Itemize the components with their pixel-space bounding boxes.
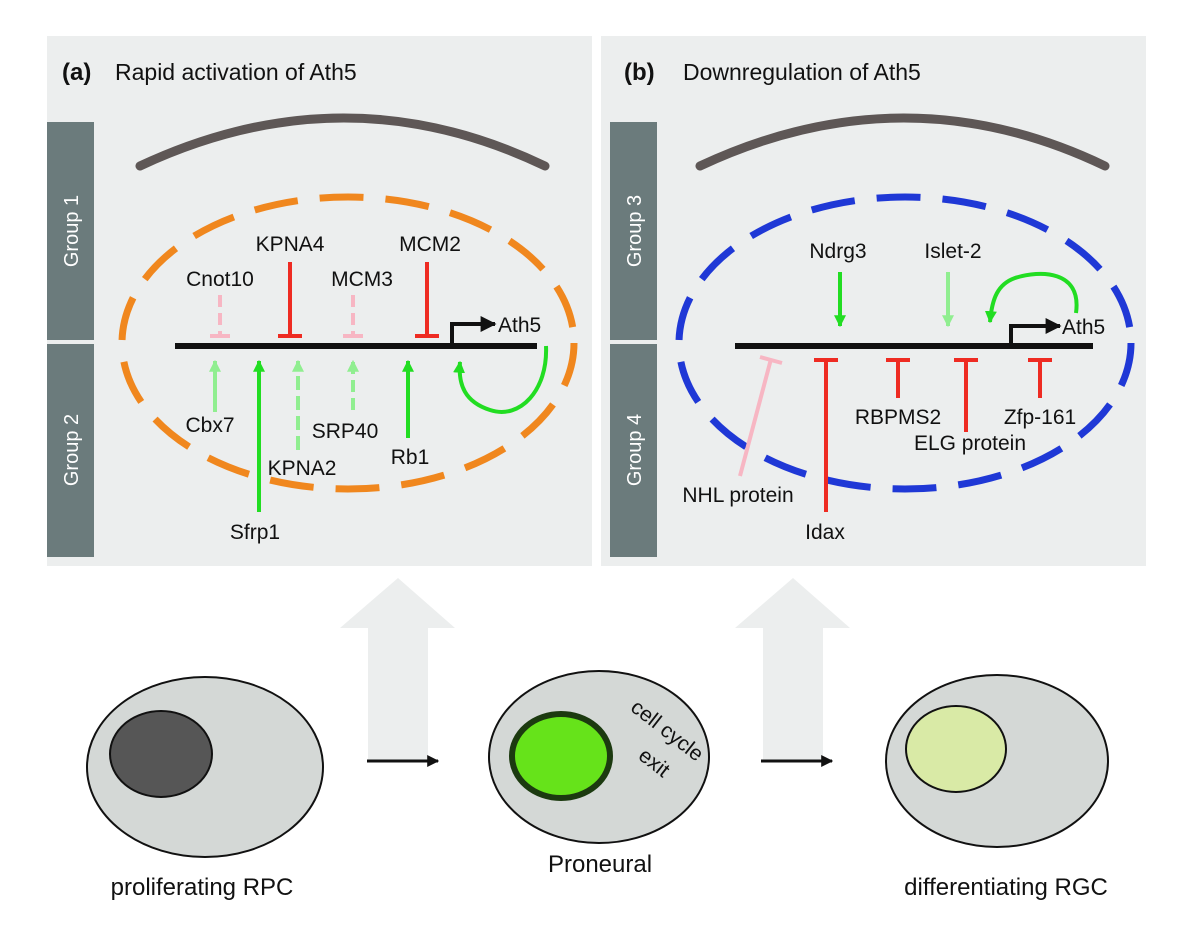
zfp161-label: Zfp-161	[1004, 406, 1076, 429]
nucleus-envelope-b	[675, 193, 1135, 493]
kpna4-inhibitor	[278, 262, 302, 338]
elg-label: ELG protein	[914, 432, 1026, 455]
group-3-label: Group 3	[624, 195, 646, 267]
rb1-label: Rb1	[391, 446, 430, 469]
idax-label: Idax	[805, 521, 845, 544]
cnot10-inhibitor	[210, 295, 230, 338]
group-2-label: Group 2	[61, 414, 83, 486]
rbpms2-inhibitor	[886, 358, 910, 398]
group-2-bar	[47, 344, 94, 557]
kpna4-label: KPNA4	[256, 233, 325, 256]
mcm3-inhibitor	[343, 295, 363, 338]
panel-a-tag: (a)	[62, 59, 91, 86]
rgc-caption: differentiating RGC	[904, 874, 1108, 901]
group-4-label: Group 4	[624, 414, 646, 486]
group-3-bar	[610, 122, 657, 340]
cnot10-label: Cnot10	[186, 268, 254, 291]
panel-a-background	[47, 36, 592, 566]
nhl-label: NHL protein	[682, 484, 793, 507]
nhl-inhibitor	[738, 355, 783, 477]
mcm2-label: MCM2	[399, 233, 461, 256]
cell-membrane-arc-b	[695, 113, 1110, 171]
gene-label-b: Ath5	[1062, 316, 1105, 339]
islet2-label: Islet-2	[924, 240, 981, 263]
kpna2-label: KPNA2	[268, 457, 337, 480]
promoter-arrow-a	[450, 316, 497, 346]
ndrg3-label: Ndrg3	[809, 240, 866, 263]
mcm2-inhibitor	[415, 262, 439, 338]
group-1-label: Group 1	[61, 195, 83, 267]
ath5-autoregulation-b	[984, 271, 1079, 324]
panel-b-title: Downregulation of Ath5	[683, 59, 921, 85]
proneural-caption: Proneural	[548, 851, 652, 878]
elg-inhibitor	[954, 358, 978, 432]
rgc-nucleus	[905, 705, 1007, 793]
rpc-nucleus	[109, 710, 213, 798]
panel-a-title: Rapid activation of Ath5	[115, 59, 357, 85]
rbpms2-label: RBPMS2	[855, 406, 941, 429]
differentiating-rgc-cell	[885, 674, 1109, 848]
panel-b-tag: (b)	[624, 59, 655, 86]
promoter-arrow-b	[1009, 318, 1062, 346]
group-4-bar	[610, 344, 657, 557]
mcm3-label: MCM3	[331, 268, 393, 291]
gene-label-a: Ath5	[498, 314, 541, 337]
zfp161-inhibitor	[1028, 358, 1052, 398]
proneural-cell	[488, 670, 710, 844]
srp40-label: SRP40	[312, 420, 379, 443]
proliferating-rpc-cell	[86, 676, 324, 858]
nucleus-envelope-a	[118, 193, 578, 493]
cbx7-label: Cbx7	[185, 414, 234, 437]
transition-arrow-a	[340, 578, 455, 760]
transition-arrow-b	[735, 578, 850, 760]
sfrp1-label: Sfrp1	[230, 521, 280, 544]
cell-membrane-arc-a	[135, 113, 550, 171]
group-1-bar	[47, 122, 94, 340]
proneural-nucleus	[509, 711, 613, 801]
rpc-caption: proliferating RPC	[111, 874, 294, 901]
idax-inhibitor	[814, 358, 838, 512]
ath5-autoregulation-a	[453, 345, 549, 414]
